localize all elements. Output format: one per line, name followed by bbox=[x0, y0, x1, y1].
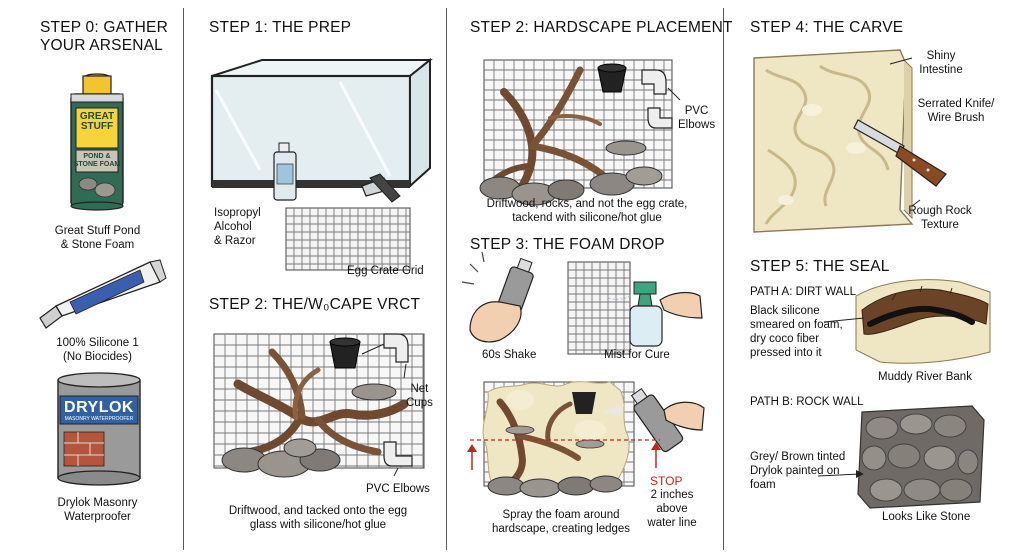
mist-label: Mist for Cure bbox=[604, 349, 670, 361]
stop-label: STOP bbox=[650, 474, 683, 488]
step2b-caption: Driftwood, rocks, and not the egg crate,… bbox=[486, 198, 688, 224]
step4-title: STEP 4: THE CARVE bbox=[750, 19, 904, 36]
step0-title: STEP 0: GATHER YOUR ARSENAL bbox=[40, 19, 168, 54]
pvc-a-label: PVC Elbows bbox=[366, 483, 430, 495]
muddy-label: Muddy River Bank bbox=[878, 371, 972, 383]
path-a-label: PATH A: DIRT WALL bbox=[750, 286, 857, 298]
step5-title: STEP 5: THE SEAL bbox=[750, 258, 890, 275]
step2a-title: STEP 2: THE/W₀CAPE VRCT bbox=[209, 296, 421, 313]
tin-brand: DRYLOK bbox=[64, 399, 134, 416]
foam-caption: Great Stuff Pond& Stone Foam bbox=[54, 225, 141, 251]
step3-title: STEP 3: THE FOAM DROP bbox=[470, 236, 665, 253]
shake-label: 60s Shake bbox=[482, 349, 537, 361]
step1-title: STEP 1: THE PREP bbox=[209, 19, 352, 36]
egg-crate-label: Egg Crate Grid bbox=[347, 265, 424, 277]
silicone-caption: 100% Silicone 1(No Biocides) bbox=[56, 337, 139, 363]
can-product: POND &STONE FOAM bbox=[73, 153, 121, 168]
divider-2 bbox=[446, 8, 447, 550]
knife-label: Serrated Knife/Wire Brush bbox=[917, 98, 995, 124]
tin-sub: MASONRY WATERPROOFER bbox=[64, 416, 134, 422]
step2b-title: STEP 2: HARDSCAPE PLACEMENT bbox=[470, 19, 733, 36]
path-b-label: PATH B: ROCK WALL bbox=[750, 396, 864, 408]
divider-1 bbox=[183, 8, 184, 550]
divider-3 bbox=[723, 8, 724, 550]
stone-label: Looks Like Stone bbox=[882, 511, 971, 523]
